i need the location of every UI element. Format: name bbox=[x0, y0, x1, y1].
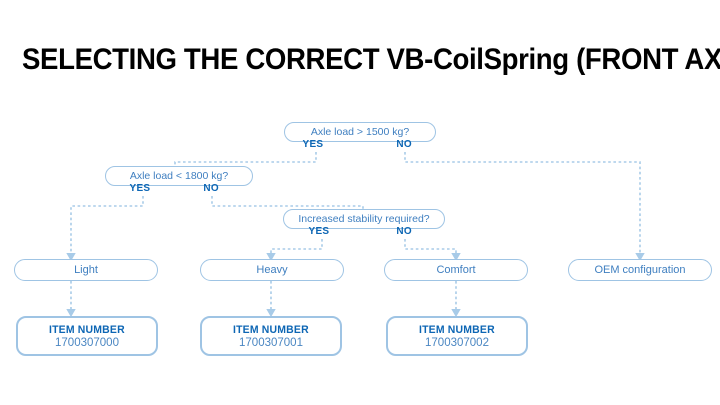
decision-label: Axle load < 1800 kg? bbox=[129, 170, 229, 182]
wire-d2-yes bbox=[66, 196, 144, 262]
decision-node-axle-load-1500[interactable]: Axle load > 1500 kg? bbox=[284, 122, 436, 142]
item-number-box-heavy[interactable]: ITEM NUMBER 1700307001 bbox=[200, 316, 342, 356]
branch-label-d3-no: NO bbox=[396, 225, 412, 237]
branch-label-d1-no: NO bbox=[396, 138, 412, 150]
result-node-oem-configuration[interactable]: OEM configuration bbox=[568, 259, 712, 281]
wire-d2-no bbox=[211, 196, 364, 213]
wire-d1-yes bbox=[174, 152, 317, 170]
result-node-comfort[interactable]: Comfort bbox=[384, 259, 528, 281]
result-label: Light bbox=[74, 264, 98, 276]
wire-d3-no bbox=[404, 239, 461, 262]
wire-d3-yes bbox=[266, 239, 323, 262]
decision-node-axle-load-1800[interactable]: Axle load < 1800 kg? bbox=[105, 166, 253, 186]
result-node-light[interactable]: Light bbox=[14, 259, 158, 281]
item-number-box-comfort[interactable]: ITEM NUMBER 1700307002 bbox=[386, 316, 528, 356]
item-number-value: 1700307002 bbox=[425, 336, 489, 349]
item-number-heading: ITEM NUMBER bbox=[233, 323, 309, 336]
branch-label-d2-no: NO bbox=[203, 182, 219, 194]
item-number-value: 1700307000 bbox=[55, 336, 119, 349]
decision-node-increased-stability[interactable]: Increased stability required? bbox=[283, 209, 445, 229]
item-number-heading: ITEM NUMBER bbox=[49, 323, 125, 336]
page-title: SELECTING THE CORRECT VB-CoilSpring (FRO… bbox=[22, 43, 720, 76]
result-label: Comfort bbox=[436, 264, 476, 276]
item-number-box-light[interactable]: ITEM NUMBER 1700307000 bbox=[16, 316, 158, 356]
wire-d1-no bbox=[404, 152, 645, 262]
decision-label: Axle load > 1500 kg? bbox=[310, 126, 410, 138]
result-label: Heavy bbox=[256, 264, 288, 276]
branch-label-d2-yes: YES bbox=[129, 182, 151, 194]
item-number-value: 1700307001 bbox=[239, 336, 303, 349]
branch-label-d3-yes: YES bbox=[308, 225, 330, 237]
result-label: OEM configuration bbox=[594, 264, 686, 276]
branch-label-d1-yes: YES bbox=[302, 138, 324, 150]
result-node-heavy[interactable]: Heavy bbox=[200, 259, 344, 281]
decision-label: Increased stability required? bbox=[298, 213, 430, 225]
item-number-heading: ITEM NUMBER bbox=[419, 323, 495, 336]
